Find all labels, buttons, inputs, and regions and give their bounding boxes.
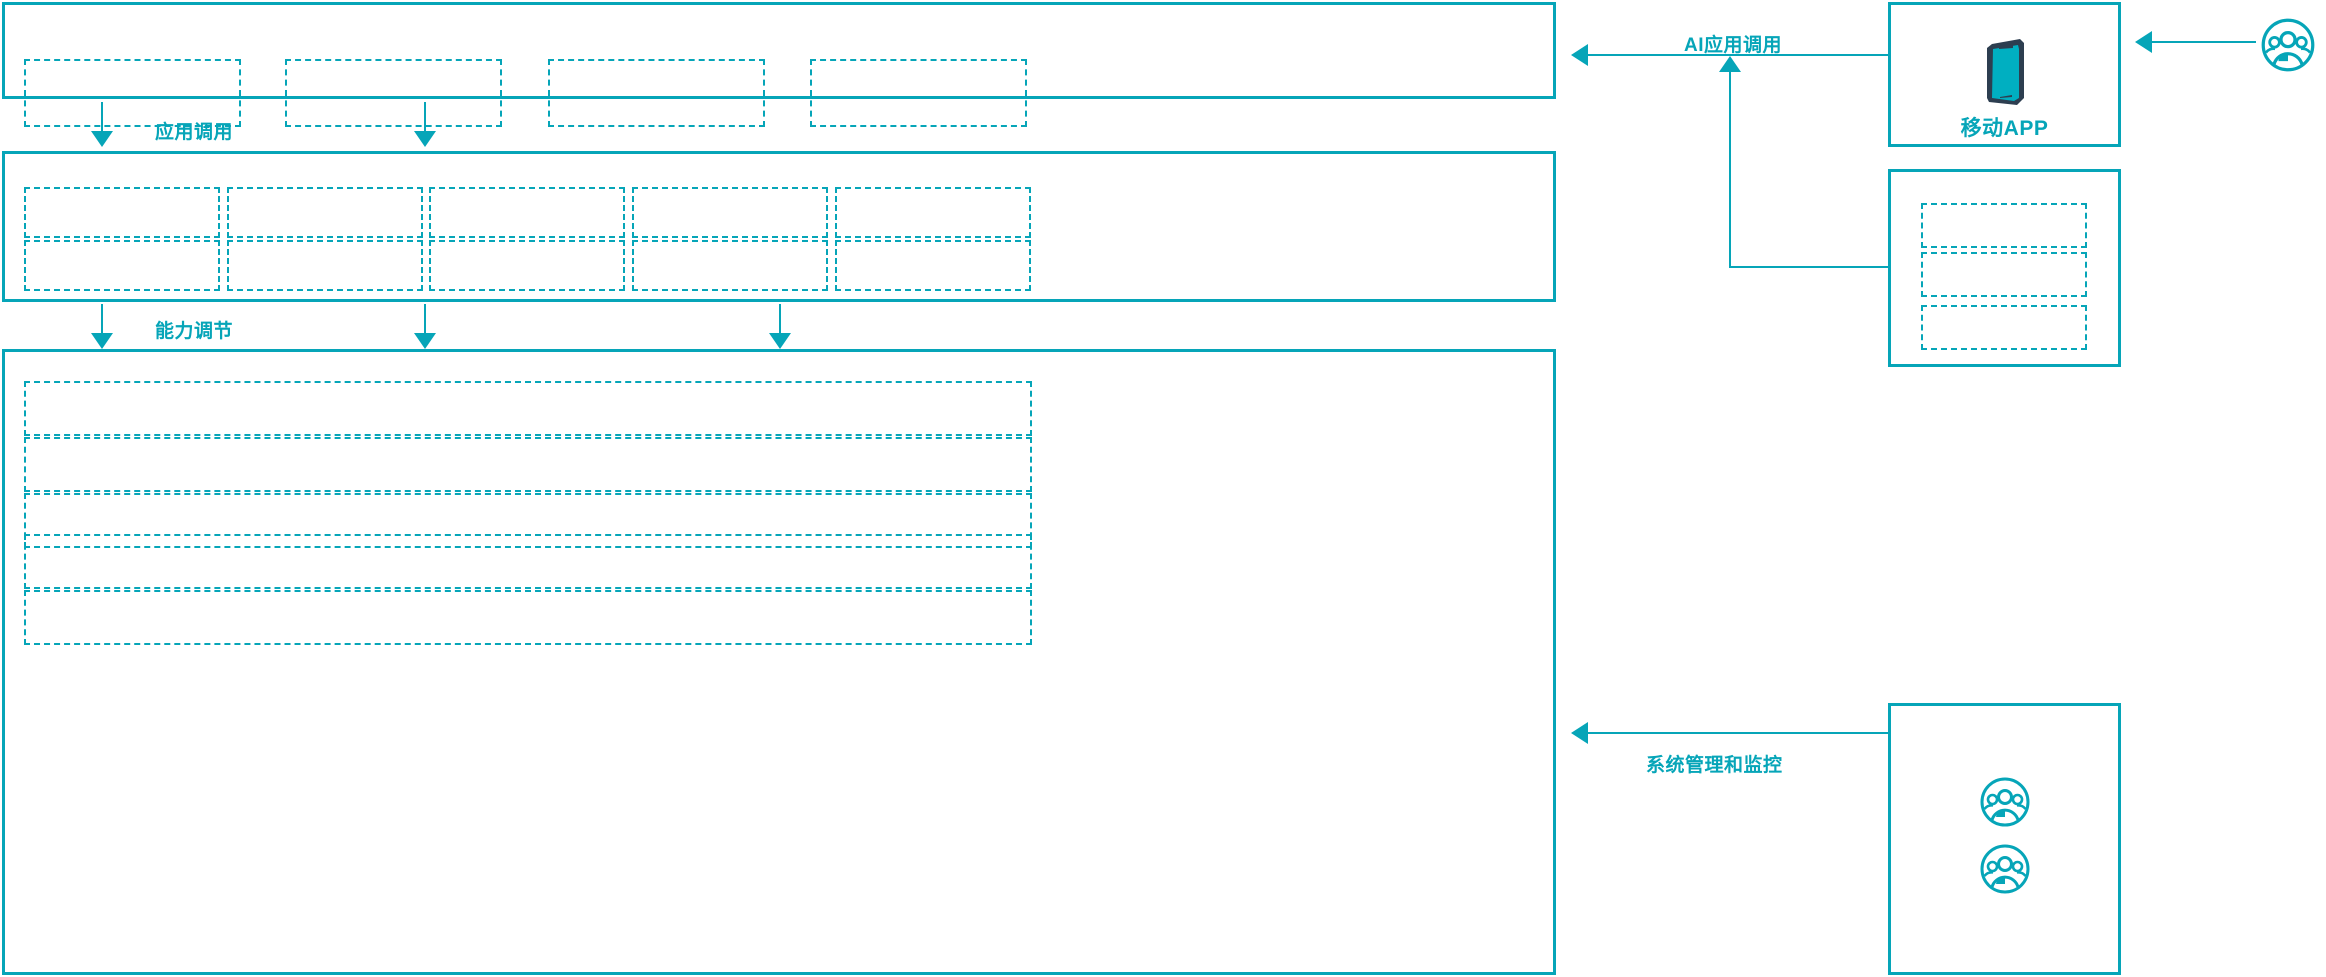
plat-row-3[interactable] [24, 493, 1032, 548]
flow-sys-monitor-hline [1588, 732, 1888, 734]
cap-slot-r1c3[interactable] [429, 187, 625, 238]
secondary-channel-panel[interactable] [1888, 169, 2121, 367]
cap-slot-r2c5[interactable] [835, 240, 1031, 291]
cap-slot-r1c5[interactable] [835, 187, 1031, 238]
app-slot-2[interactable] [285, 59, 502, 127]
app-slot-4[interactable] [810, 59, 1027, 127]
flow-app-call-arrow-2 [414, 131, 436, 147]
cap-slot-r2c1[interactable] [24, 240, 220, 291]
flow-ai-app-call-label: AI应用调用 [1684, 35, 1783, 56]
flow-app-call-line-2 [424, 102, 426, 135]
plat-row-1[interactable] [24, 381, 1032, 436]
channel-slot-1[interactable] [1921, 203, 2087, 248]
capability-layer-panel[interactable] [2, 151, 1556, 302]
end-user-to-mobile-app-arrowhead [2135, 31, 2152, 53]
application-layer-panel[interactable] [2, 2, 1556, 99]
cap-slot-r1c4[interactable] [632, 187, 828, 238]
flow-sys-monitor-label: 系统管理和监控 [1646, 755, 1783, 776]
mobile-app-panel-label: 移动APP [1960, 117, 2049, 140]
flow-ai-app-call-elbow-arrowhead [1719, 56, 1741, 72]
flow-sys-monitor-arrowhead [1571, 722, 1588, 744]
flow-ai-app-call-arrowhead [1571, 44, 1588, 66]
cap-slot-r2c2[interactable] [227, 240, 423, 291]
channel-slot-3[interactable] [1921, 305, 2087, 350]
flow-cap-adjust-arrow-3 [769, 333, 791, 349]
operator-1-users-group-icon[interactable] [1979, 776, 2031, 828]
cap-slot-r2c3[interactable] [429, 240, 625, 291]
flow-cap-adjust-label: 能力调节 [155, 321, 234, 342]
plat-row-5[interactable] [24, 590, 1032, 645]
operator-2-users-group-icon[interactable] [1979, 843, 2031, 895]
app-slot-1[interactable] [24, 59, 241, 127]
flow-cap-adjust-arrow-2 [414, 333, 436, 349]
flow-cap-adjust-line-1 [101, 304, 103, 337]
flow-ai-app-call-elbow-riser [1729, 70, 1731, 268]
flow-app-call-label: 应用调用 [155, 122, 234, 143]
flow-cap-adjust-line-2 [424, 304, 426, 337]
cap-slot-r1c1[interactable] [24, 187, 220, 238]
flow-cap-adjust-arrow-1 [91, 333, 113, 349]
platform-layer-panel[interactable] [2, 349, 1556, 975]
flow-ai-app-call-hline [1588, 54, 1888, 56]
end-user-to-mobile-app-line [2152, 41, 2256, 43]
smartphone-icon [1983, 36, 2027, 108]
cap-slot-r2c4[interactable] [632, 240, 828, 291]
plat-row-4[interactable] [24, 534, 1032, 589]
flow-ai-app-call-elbow-bottom [1729, 266, 1888, 268]
app-slot-3[interactable] [548, 59, 765, 127]
channel-slot-2[interactable] [1921, 252, 2087, 297]
flow-cap-adjust-line-3 [779, 304, 781, 337]
flow-app-call-line-1 [101, 102, 103, 135]
flow-app-call-arrow-1 [91, 131, 113, 147]
end-user-actor-users-group-icon[interactable] [2260, 17, 2316, 73]
operations-panel[interactable] [1888, 703, 2121, 975]
plat-row-2[interactable] [24, 437, 1032, 492]
cap-slot-r1c2[interactable] [227, 187, 423, 238]
